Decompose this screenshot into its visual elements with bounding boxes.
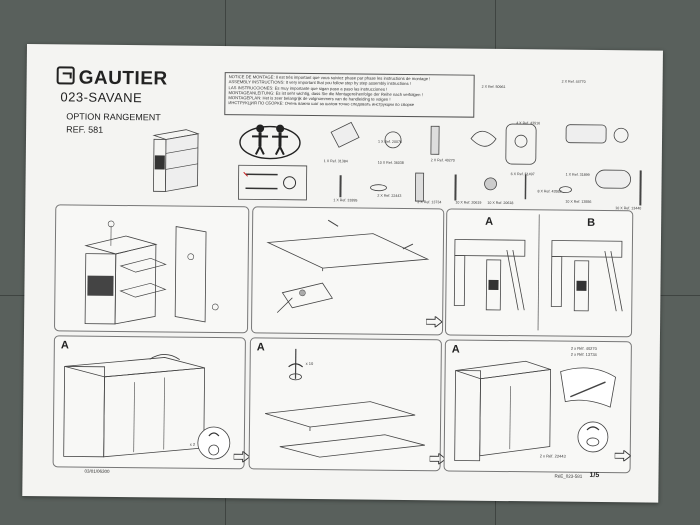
part-label: 10 X Ref. 20619 bbox=[455, 200, 482, 205]
loft-bed-variants-drawing bbox=[453, 214, 623, 331]
quantity-label: x 10 bbox=[305, 360, 314, 367]
panel-assembly-drawing bbox=[266, 219, 430, 313]
handle-part-icon bbox=[595, 169, 632, 189]
step-panel-1 bbox=[53, 204, 250, 334]
screw-icon bbox=[570, 381, 606, 398]
part-label: 1 X Ref. 31895 bbox=[333, 198, 358, 203]
part-label: 10 X Ref. 13556 bbox=[565, 199, 592, 204]
part-label: 8 X Ref. 43553 bbox=[537, 189, 562, 194]
page-number: 1/5 bbox=[589, 471, 600, 480]
hardware-parts bbox=[330, 121, 642, 206]
cylinder-part-icon bbox=[430, 125, 440, 155]
exploded-view-drawing bbox=[84, 220, 219, 325]
model-title: 023-SAVANE bbox=[60, 89, 143, 106]
part-label: 4 X Ref. 43516 bbox=[516, 121, 541, 126]
gautier-logo-icon bbox=[56, 66, 75, 85]
document-reference: RéE_023-581 bbox=[554, 473, 583, 479]
step-panel-2 bbox=[250, 206, 445, 336]
reference-number: REF. 581 bbox=[66, 124, 104, 135]
notice-box: NOTICE DE MONTAGE: Il est très important… bbox=[224, 72, 475, 118]
step-panel-4: A x 2 bbox=[52, 335, 246, 470]
hinge-part-icon bbox=[565, 124, 607, 144]
storage-unit-illustration bbox=[152, 129, 200, 192]
brand-name: GAUTIER bbox=[78, 67, 168, 90]
hammer-icon bbox=[283, 176, 297, 190]
next-step-arrow-icon bbox=[429, 453, 446, 465]
option-title: OPTION RANGEMENT bbox=[66, 111, 161, 123]
part-label: 1 X Ref. 31899 bbox=[565, 172, 590, 177]
hinge-part-icon bbox=[505, 123, 537, 165]
next-step-arrow-icon bbox=[233, 451, 250, 463]
document-code: 03/01/06300 bbox=[84, 468, 110, 474]
part-label: 2 X Ref. 22443 bbox=[377, 193, 402, 198]
two-persons-icon bbox=[239, 124, 301, 160]
part-label: 2 X Ref. 40270 bbox=[430, 158, 455, 163]
tools-box bbox=[237, 164, 308, 201]
step-panel-3: A B bbox=[444, 208, 634, 338]
brand-logo: GAUTIER bbox=[56, 66, 168, 90]
wrench-part-icon bbox=[330, 121, 360, 148]
detail-zoom-icon bbox=[197, 426, 231, 460]
step-panel-6: A 2 x Réf. 40270 2 x Réf. 13734 2 x Réf.… bbox=[443, 339, 632, 474]
part-label: 6 X Ref. 51497 bbox=[510, 172, 535, 177]
part-label: 1 X Ref. 20076 bbox=[377, 139, 403, 144]
instruction-sheet: GAUTIER 023-SAVANE OPTION RANGEMENT REF.… bbox=[22, 44, 663, 503]
rotate-arrow-icon bbox=[288, 363, 304, 368]
part-label: 2 X Ref. 50961 bbox=[481, 84, 506, 90]
step-panel-5: A x 10 bbox=[248, 337, 442, 472]
part-label: 10 X Ref. 36038 bbox=[377, 160, 404, 165]
part-label: 10 X Ref. 20618 bbox=[487, 200, 514, 206]
next-step-arrow-icon bbox=[426, 316, 443, 328]
part-label: 2 X Ref. 13734 bbox=[417, 200, 442, 205]
cam-lock-icon bbox=[484, 177, 497, 191]
dowel-icon bbox=[414, 172, 425, 202]
part-label: 2 X Ref. 44770 bbox=[561, 79, 586, 84]
final-assembly-drawing bbox=[454, 360, 616, 462]
quantity-label: x 2 bbox=[189, 441, 196, 447]
shelf-assembly-drawing bbox=[265, 348, 425, 458]
part-label: 1 X Ref. 31384 bbox=[323, 159, 348, 164]
bed-frame-drawing bbox=[63, 354, 231, 460]
next-step-arrow-icon bbox=[614, 450, 631, 462]
notice-line: ИНСТРУКЦИЯ ПО СБОРКЕ: Очень важно шаг за… bbox=[228, 100, 415, 108]
detail-zoom-icon bbox=[577, 421, 609, 453]
